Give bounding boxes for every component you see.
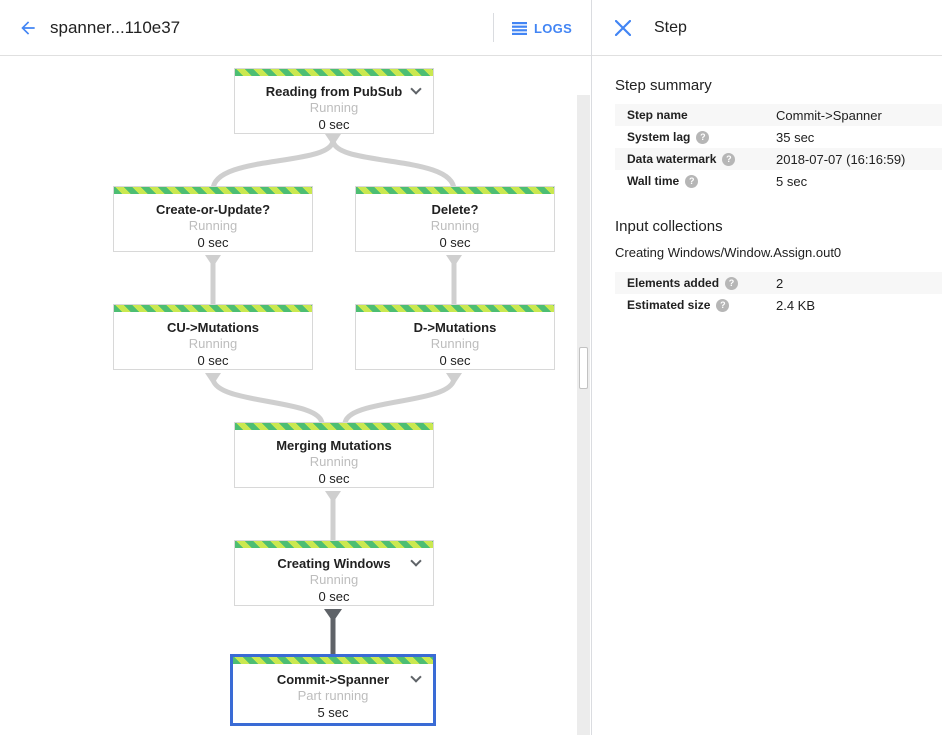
node-time: 0 sec — [439, 353, 471, 368]
node-time: 0 sec — [197, 353, 229, 368]
node-status: Running — [309, 100, 359, 115]
graph-node-creating-windows[interactable]: Creating Windows Running 0 sec — [234, 540, 434, 606]
table-row: System lag 35 sec — [615, 126, 942, 148]
node-title: CU->Mutations — [166, 320, 260, 335]
row-label: Estimated size — [615, 298, 776, 312]
back-arrow-icon[interactable] — [14, 14, 42, 42]
close-icon[interactable] — [611, 16, 635, 40]
graph-node-commit-spanner-selected[interactable]: Commit->Spanner Part running 5 sec — [230, 654, 436, 726]
edge-pubsub-to-delete — [330, 137, 457, 193]
node-title: Commit->Spanner — [276, 672, 390, 687]
graph-scrollbar-thumb[interactable] — [579, 347, 588, 389]
running-stripe — [235, 541, 433, 548]
node-title: D->Mutations — [413, 320, 497, 335]
row-label: Wall time — [615, 174, 776, 188]
running-stripe — [235, 69, 433, 76]
node-time: 0 sec — [439, 235, 471, 250]
step-details-panel: Step Step summary Step name Commit->Span… — [591, 0, 942, 735]
help-icon[interactable] — [696, 130, 710, 144]
panel-body: Step summary Step name Commit->Spanner S… — [592, 77, 942, 316]
graph-node-delete[interactable]: Delete? Running 0 sec — [355, 186, 555, 252]
graph-node-merging-mutations[interactable]: Merging Mutations Running 0 sec — [234, 422, 434, 488]
graph-node-cu-mutations[interactable]: CU->Mutations Running 0 sec — [113, 304, 313, 370]
top-header: spanner...110e37 LOGS — [0, 0, 591, 56]
node-time: 0 sec — [197, 235, 229, 250]
table-row: Wall time 5 sec — [615, 170, 942, 192]
node-time: 5 sec — [317, 705, 349, 720]
table-row: Estimated size 2.4 KB — [615, 294, 942, 316]
input-collection-name: Creating Windows/Window.Assign.out0 — [615, 245, 842, 260]
step-summary-heading: Step summary — [615, 77, 712, 94]
panel-header: Step — [592, 0, 942, 56]
running-stripe — [235, 423, 433, 430]
header-divider — [493, 13, 494, 42]
logs-button[interactable]: LOGS — [512, 0, 572, 56]
running-stripe — [233, 657, 433, 664]
row-label: Elements added — [615, 276, 776, 290]
row-value: 5 sec — [776, 173, 808, 189]
row-value: 2.4 KB — [776, 297, 816, 313]
graph-node-d-mutations[interactable]: D->Mutations Running 0 sec — [355, 304, 555, 370]
help-icon[interactable] — [722, 152, 736, 166]
row-value: Commit->Spanner — [776, 107, 882, 123]
node-status: Running — [430, 218, 480, 233]
input-collections-heading: Input collections — [615, 218, 723, 235]
node-status: Running — [430, 336, 480, 351]
graph-node-create-or-update[interactable]: Create-or-Update? Running 0 sec — [113, 186, 313, 252]
row-value: 2 — [776, 275, 784, 291]
logs-icon — [512, 21, 527, 35]
step-summary-table: Step name Commit->Spanner System lag 35 … — [615, 104, 942, 192]
node-time: 0 sec — [318, 589, 350, 604]
node-time: 0 sec — [318, 117, 350, 132]
logs-button-label: LOGS — [534, 20, 573, 36]
row-label: Step name — [627, 108, 688, 122]
node-status: Running — [188, 218, 238, 233]
table-row: Elements added 2 — [615, 272, 942, 294]
node-status: Part running — [297, 688, 369, 703]
edge-cumutations-to-merging — [210, 375, 325, 427]
running-stripe — [356, 305, 554, 312]
graph-node-reading-from-pubsub[interactable]: Reading from PubSub Running 0 sec — [234, 68, 434, 134]
help-icon[interactable] — [716, 298, 730, 312]
edge-pubsub-to-create — [210, 137, 336, 193]
graph-scrollbar-track[interactable] — [577, 95, 590, 735]
row-label: Data watermark — [615, 152, 776, 166]
node-status: Running — [309, 454, 359, 469]
table-row: Step name Commit->Spanner — [615, 104, 942, 126]
edge-dmutations-to-merging — [342, 375, 457, 427]
node-status: Running — [188, 336, 238, 351]
node-title: Create-or-Update? — [155, 202, 271, 217]
row-label: System lag — [615, 130, 776, 144]
node-title: Creating Windows — [277, 556, 391, 571]
input-collections-table: Elements added 2 Estimated size 2.4 KB — [615, 272, 942, 316]
node-title: Delete? — [431, 202, 479, 217]
node-status: Running — [309, 572, 359, 587]
help-icon[interactable] — [725, 276, 739, 290]
job-title: spanner...110e37 — [50, 17, 181, 37]
node-title: Merging Mutations — [276, 438, 392, 453]
panel-title: Step — [654, 18, 687, 36]
table-row: Data watermark 2018-07-07 (16:16:59) — [615, 148, 942, 170]
node-time: 0 sec — [318, 471, 350, 486]
running-stripe — [356, 187, 554, 194]
row-value: 35 sec — [776, 129, 815, 145]
node-title: Reading from PubSub — [265, 84, 403, 99]
running-stripe — [114, 305, 312, 312]
row-value: 2018-07-07 (16:16:59) — [776, 151, 906, 167]
running-stripe — [114, 187, 312, 194]
help-icon[interactable] — [685, 174, 699, 188]
